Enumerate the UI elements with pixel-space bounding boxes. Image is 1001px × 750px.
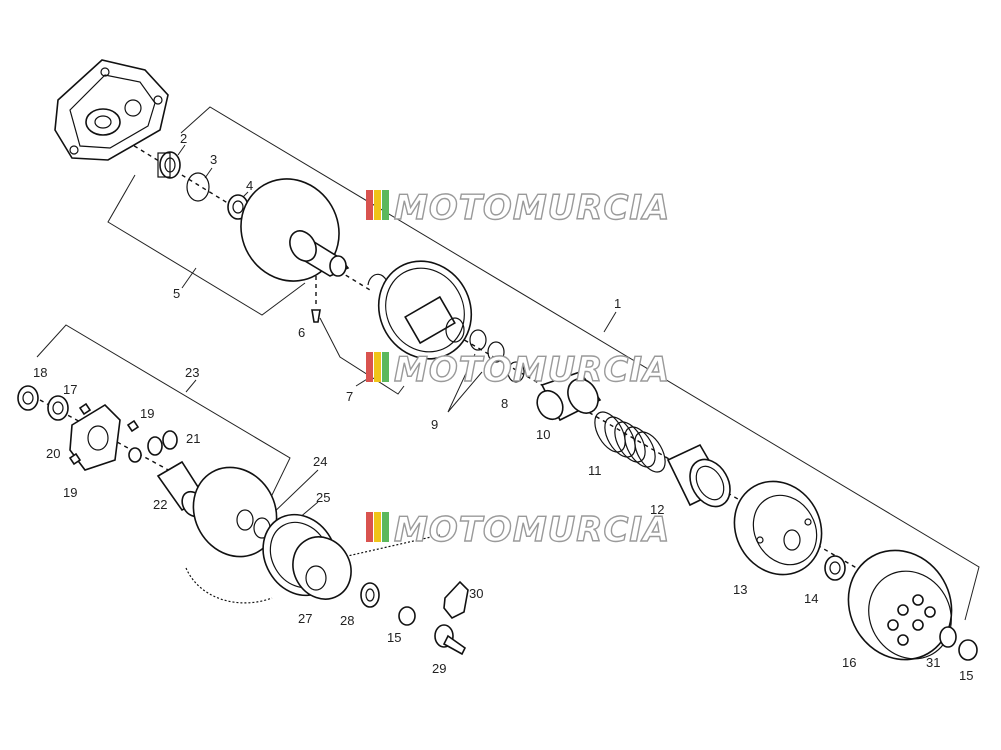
leader-2 (177, 144, 186, 156)
callout-3: 3 (210, 152, 217, 167)
ramp-assembly-7-part (367, 260, 473, 360)
gear-18-part (17, 385, 39, 411)
spring-11-part (594, 411, 666, 473)
leader-5 (181, 267, 197, 289)
callout-5: 5 (173, 286, 180, 301)
roller-holder-20-part (69, 403, 121, 471)
callout-4: 4 (246, 178, 253, 193)
watermark-text: MOTOMURCIA (394, 188, 670, 228)
gear-27-part (292, 536, 352, 600)
nut-15a-part (398, 606, 416, 626)
callout-19b: 19 (63, 485, 77, 500)
slider-19c-part (126, 419, 140, 433)
callout-31: 31 (926, 655, 940, 670)
bracket-23 (36, 324, 291, 531)
callout-15a: 15 (387, 630, 401, 645)
o-ring-9b-part (487, 341, 505, 363)
gear-28-part (360, 582, 380, 608)
drive-pulley-5-part (240, 178, 350, 323)
callout-15b: 15 (959, 668, 973, 683)
clip-30-part (443, 580, 469, 620)
clutch-bell-16-part (847, 549, 953, 661)
watermark-stripe-green (382, 190, 389, 220)
leader-3 (204, 167, 213, 179)
washer-8-part (507, 361, 525, 383)
watermark-1: MOTOMURCIA (366, 187, 670, 229)
callout-10: 10 (536, 427, 550, 442)
callout-12: 12 (650, 502, 664, 517)
callout-24: 24 (313, 454, 327, 469)
callout-13: 13 (733, 582, 747, 597)
callout-19a: 19 (140, 406, 154, 421)
crankcase-cover-part (54, 59, 169, 161)
callout-29: 29 (432, 661, 446, 676)
nut-14-part (824, 555, 846, 581)
callout-16: 16 (842, 655, 856, 670)
axis-upper-right (429, 319, 861, 571)
callout-30: 30 (469, 586, 483, 601)
callout-23: 23 (185, 365, 199, 380)
leader-23 (185, 379, 197, 393)
callout-7: 7 (346, 389, 353, 404)
callout-8: 8 (501, 396, 508, 411)
callout-6: 6 (298, 325, 305, 340)
parts (17, 59, 978, 661)
cup-12-part (666, 443, 731, 508)
washer-31-part (939, 626, 957, 648)
watermark-stripe-yellow (374, 190, 381, 220)
watermark-text: MOTOMURCIA (394, 350, 670, 390)
callout-14: 14 (804, 591, 818, 606)
belt-part (185, 534, 441, 604)
callout-labels: 1 2 3 4 5 6 7 8 9 10 11 12 13 14 15 15 1… (33, 131, 973, 683)
sleeve-10-part (536, 371, 602, 422)
leader-9 (447, 353, 483, 413)
nut-15b-part (958, 639, 978, 661)
bearing-21-part (128, 430, 178, 463)
watermark-stripe-red (366, 190, 373, 220)
slider-19a-part (78, 402, 92, 416)
callout-2: 2 (180, 131, 187, 146)
circlip-3-part (186, 172, 210, 202)
callout-11: 11 (588, 463, 602, 478)
o-ring-9a-part (469, 329, 487, 351)
callout-22: 22 (153, 497, 167, 512)
bracket-5 (107, 174, 306, 316)
bearing-2-part (157, 151, 181, 179)
callout-17: 17 (63, 382, 77, 397)
clutch-13-part (733, 480, 823, 576)
bearing-17-part (47, 395, 69, 421)
callout-18: 18 (33, 365, 47, 380)
callout-28: 28 (340, 613, 354, 628)
callout-25: 25 (316, 490, 330, 505)
watermark-2: MOTOMURCIA (366, 349, 670, 391)
callout-21: 21 (186, 431, 200, 446)
watermark-3: MOTOMURCIA (366, 509, 670, 551)
callout-27: 27 (298, 611, 312, 626)
watermark-text: MOTOMURCIA (394, 510, 670, 550)
callout-20: 20 (46, 446, 60, 461)
bracket-1 (180, 106, 980, 621)
gear-29-part (434, 624, 467, 656)
callout-9: 9 (431, 417, 438, 432)
leader-1 (603, 311, 617, 333)
callout-1: 1 (614, 296, 621, 311)
slider-19b-part (68, 452, 82, 466)
